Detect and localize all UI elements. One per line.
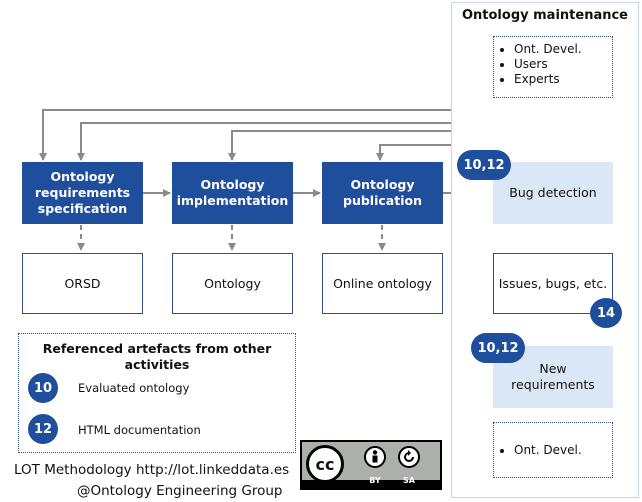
artefact-label: Issues, bugs, etc. (498, 276, 608, 291)
maintenance-title: Ontology maintenance (461, 8, 628, 23)
role-item: Ont. Devel. (514, 443, 582, 458)
role-item: Users (514, 57, 612, 72)
step-new-requirements[interactable]: New requirements (493, 346, 613, 408)
maintenance-roles-bottom: Ont. Devel. (493, 422, 613, 478)
by-label: BY (369, 476, 381, 485)
cc-bar (302, 480, 440, 488)
badge-label: 10,12 (463, 157, 505, 173)
activity-publication[interactable]: Ontology publication (322, 162, 443, 224)
sa-share-icon (398, 446, 420, 468)
badge-label: 10 (33, 380, 53, 396)
maintenance-roles-top: Ont. Devel. Users Experts (493, 36, 613, 98)
activity-label: Ontology requirements specification (34, 169, 131, 216)
artefact-issues[interactable]: Issues, bugs, etc. (493, 253, 613, 314)
activity-label: Ontology publication (343, 177, 422, 208)
footer-group: @Ontology Engineering Group (77, 483, 283, 499)
artefact-label: Ontology (204, 276, 261, 291)
step-label: New requirements (511, 361, 595, 392)
reference-number-badge: 10 (28, 373, 58, 403)
step-bug-detection[interactable]: Bug detection (493, 162, 613, 224)
cc-license-badge[interactable]: cc BY SA (300, 440, 442, 490)
activity-implementation[interactable]: Ontology implementation (172, 162, 293, 224)
reference-label: Evaluated ontology (78, 381, 190, 395)
role-item: Ont. Devel. (514, 42, 612, 57)
badge-label: 14 (596, 305, 616, 321)
cc-logo-icon: cc (306, 445, 344, 483)
artefact-ontology[interactable]: Ontology (172, 253, 293, 314)
artefact-label: ORSD (64, 276, 101, 291)
cc-logo-text: cc (315, 454, 335, 474)
reference-label: HTML documentation (78, 423, 201, 437)
artefact-online-ontology[interactable]: Online ontology (322, 253, 443, 314)
step-label: Bug detection (509, 185, 597, 200)
badge-label: 12 (33, 421, 53, 437)
role-item: Experts (514, 72, 612, 87)
by-person-icon (364, 446, 386, 468)
reference-number-badge: 12 (28, 414, 58, 444)
references-box (18, 333, 296, 453)
badge-bug-detection: 10,12 (457, 150, 511, 180)
footer-methodology-link[interactable]: LOT Methodology http://lot.linkeddata.es (14, 462, 290, 478)
artefact-orsd[interactable]: ORSD (22, 253, 143, 314)
badge-label: 10,12 (477, 340, 519, 356)
activity-requirements-specification[interactable]: Ontology requirements specification (22, 162, 143, 224)
artefact-label: Online ontology (333, 276, 432, 291)
badge-issues: 14 (590, 298, 622, 328)
references-title: Referenced artefacts from other activiti… (42, 341, 272, 372)
badge-new-requirements: 10,12 (471, 333, 525, 363)
activity-label: Ontology implementation (176, 177, 289, 208)
sa-label: SA (403, 476, 415, 485)
